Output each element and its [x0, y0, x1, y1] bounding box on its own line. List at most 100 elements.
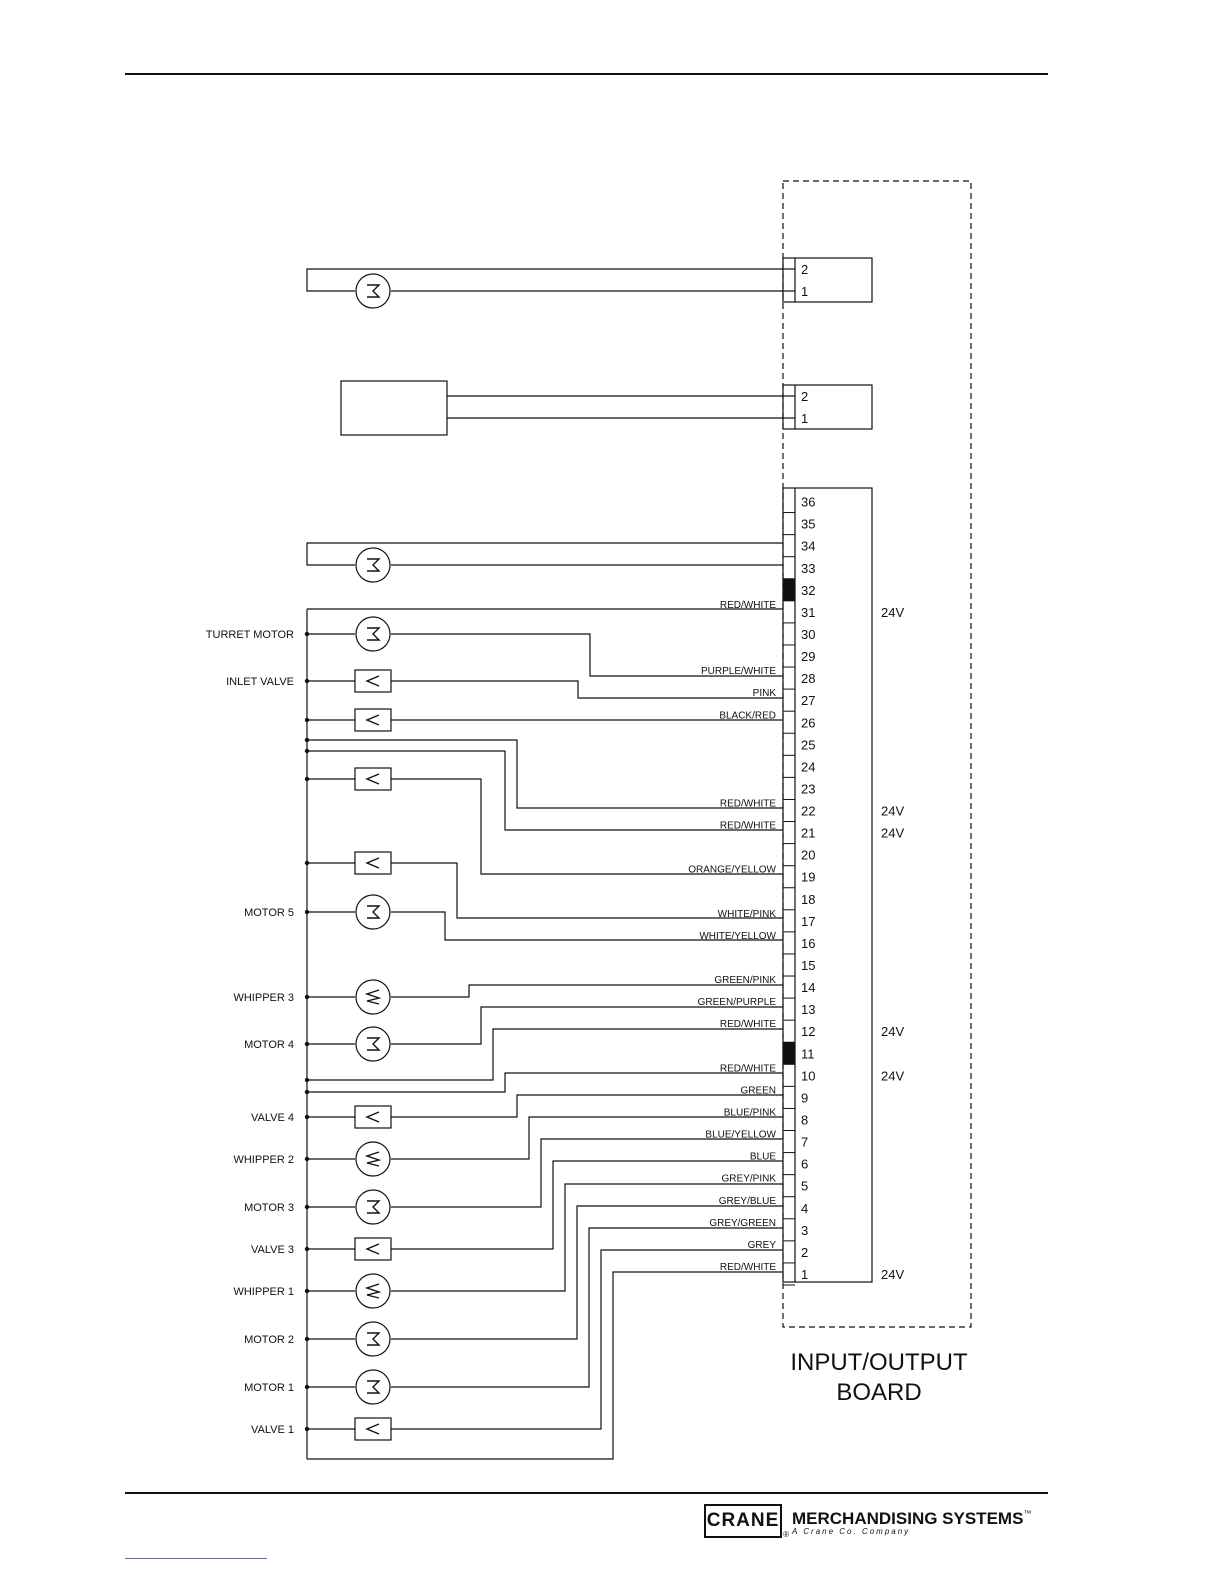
pin-26-label: 26 [801, 715, 815, 730]
wire-label-pin-2: GREY [748, 1240, 777, 1251]
pin-31-voltage: 24V [881, 605, 904, 620]
valve-3-label: VALVE 3 [251, 1244, 294, 1256]
valve-4-label: VALVE 4 [251, 1112, 294, 1124]
wire-label-pin-16: WHITE/YELLOW [699, 931, 776, 942]
pin-14-label: 14 [801, 980, 815, 995]
pin-24-label: 24 [801, 759, 815, 774]
company-subtitle: A Crane Co. Company [792, 1527, 911, 1536]
wire-label-pin-21: RED/WHITE [720, 821, 776, 832]
valve-4-valve-glyph [365, 1111, 380, 1123]
pin-12-label: 12 [801, 1024, 815, 1039]
wire-label-pin-22: RED/WHITE [720, 799, 776, 810]
pin-16-label: 16 [801, 936, 815, 951]
pin-19-label: 19 [801, 870, 815, 885]
board-title-line1: INPUT/OUTPUT [790, 1349, 968, 1376]
whipper-2-whipper-icon [355, 1141, 391, 1177]
pin-6-label: 6 [801, 1157, 808, 1172]
motor-5-glyph [367, 905, 381, 919]
whipper-1-label: WHIPPER 1 [233, 1286, 294, 1298]
wire-label-pin-12: RED/WHITE [720, 1019, 776, 1030]
rail-junction-dot [304, 1089, 310, 1095]
motor-3-junction-dot [304, 1204, 310, 1210]
pin-5-label: 5 [801, 1179, 808, 1194]
wire-pin-21 [307, 750, 783, 831]
whipper-2-label: WHIPPER 2 [233, 1154, 294, 1166]
wire-label-pin-31: RED/WHITE [720, 600, 776, 611]
valve-4-valve-icon [354, 1105, 392, 1129]
pin-35-label: 35 [801, 517, 815, 532]
inlet-valve-junction-dot [304, 678, 310, 684]
valve-1-valve-icon [354, 1417, 392, 1441]
rail-junction-dot [304, 748, 310, 754]
pin-4-label: 4 [801, 1201, 808, 1216]
pin-10-voltage: 24V [881, 1068, 904, 1083]
trademark-mark: ™ [1023, 1509, 1032, 1518]
motor-b-glyph [367, 558, 381, 572]
whipper-3-whipper-icon [355, 979, 391, 1015]
component-3-junction-dot [304, 717, 310, 723]
pin-11-filled-marker [783, 1042, 795, 1065]
turret-motor-label: TURRET MOTOR [206, 629, 294, 641]
wire-label-pin-3: GREY/GREEN [709, 1218, 776, 1229]
whipper-1-wire [391, 1183, 783, 1292]
motor-2-glyph [367, 1332, 381, 1346]
motor-a-glyph [367, 284, 381, 298]
pin-7-label: 7 [801, 1135, 808, 1150]
motor-5-wire [391, 911, 783, 941]
wire-label-pin-13: GREEN/PURPLE [698, 997, 777, 1008]
connector-a-pin-label: 2 [801, 262, 808, 277]
wire-label-pin-5: GREY/PINK [722, 1174, 777, 1185]
motor-3-glyph [367, 1200, 381, 1214]
pin-27-label: 27 [801, 693, 815, 708]
whipper-3-glyph [364, 989, 382, 1005]
motor-5-label: MOTOR 5 [244, 907, 294, 919]
company-name-text: MERCHANDISING SYSTEMS [792, 1509, 1024, 1528]
wire-label-pin-8: BLUE/PINK [724, 1108, 777, 1119]
motor-2-junction-dot [304, 1336, 310, 1342]
company-name: MERCHANDISING SYSTEMS™ [792, 1509, 1031, 1529]
pin-32-filled-marker [783, 578, 795, 601]
component-3-valve-icon [354, 708, 392, 732]
pin-11-label: 11 [801, 1046, 815, 1061]
registered-mark: ® [783, 1530, 789, 1539]
wire-label-pin-27: PINK [753, 688, 777, 699]
crane-logo: CRANE ® [704, 1504, 789, 1539]
motor-1-junction-dot [304, 1384, 310, 1390]
component-5-valve-glyph [365, 857, 380, 869]
wire-label-pin-10: RED/WHITE [720, 1063, 776, 1074]
pin-28-label: 28 [801, 671, 815, 686]
component-box [340, 380, 448, 436]
wire-pin-12 [307, 1028, 783, 1081]
valve-4-junction-dot [304, 1114, 310, 1120]
pin-21-label: 21 [801, 826, 815, 841]
turret-motor-junction-dot [304, 631, 310, 637]
pin-23-label: 23 [801, 781, 815, 796]
whipper-2-wire [391, 1116, 783, 1160]
whipper-1-glyph [364, 1283, 382, 1299]
motor-a-icon [355, 273, 391, 309]
motor-2-wire [391, 1205, 783, 1340]
pin-22-label: 22 [801, 804, 815, 819]
motor-3-wire [391, 1138, 783, 1208]
rail-junction-dot [304, 737, 310, 743]
wire-pin-22 [307, 739, 783, 809]
wire-label-pin-17: WHITE/PINK [718, 909, 777, 920]
whipper-2-junction-dot [304, 1156, 310, 1162]
pin-21-voltage: 24V [881, 826, 904, 841]
turret-motor-wire [391, 633, 783, 677]
valve-3-junction-dot [304, 1246, 310, 1252]
inlet-valve-label: INLET VALVE [226, 676, 294, 688]
valve-4-wire [391, 1094, 783, 1118]
inlet-valve-valve-glyph [365, 675, 380, 687]
wire-motor-a-loop [306, 268, 783, 292]
wire-label-pin-14: GREEN/PINK [714, 975, 776, 986]
component-4-valve-glyph [365, 773, 380, 785]
motor-4-wire [391, 1006, 783, 1045]
component-3-valve-glyph [365, 714, 380, 726]
pin-33-label: 33 [801, 561, 815, 576]
pin-1-label: 1 [801, 1267, 808, 1282]
pin-20-label: 20 [801, 848, 815, 863]
motor-4-junction-dot [304, 1041, 310, 1047]
component-5-valve-icon [354, 851, 392, 875]
footer-link-underline [125, 1558, 267, 1559]
